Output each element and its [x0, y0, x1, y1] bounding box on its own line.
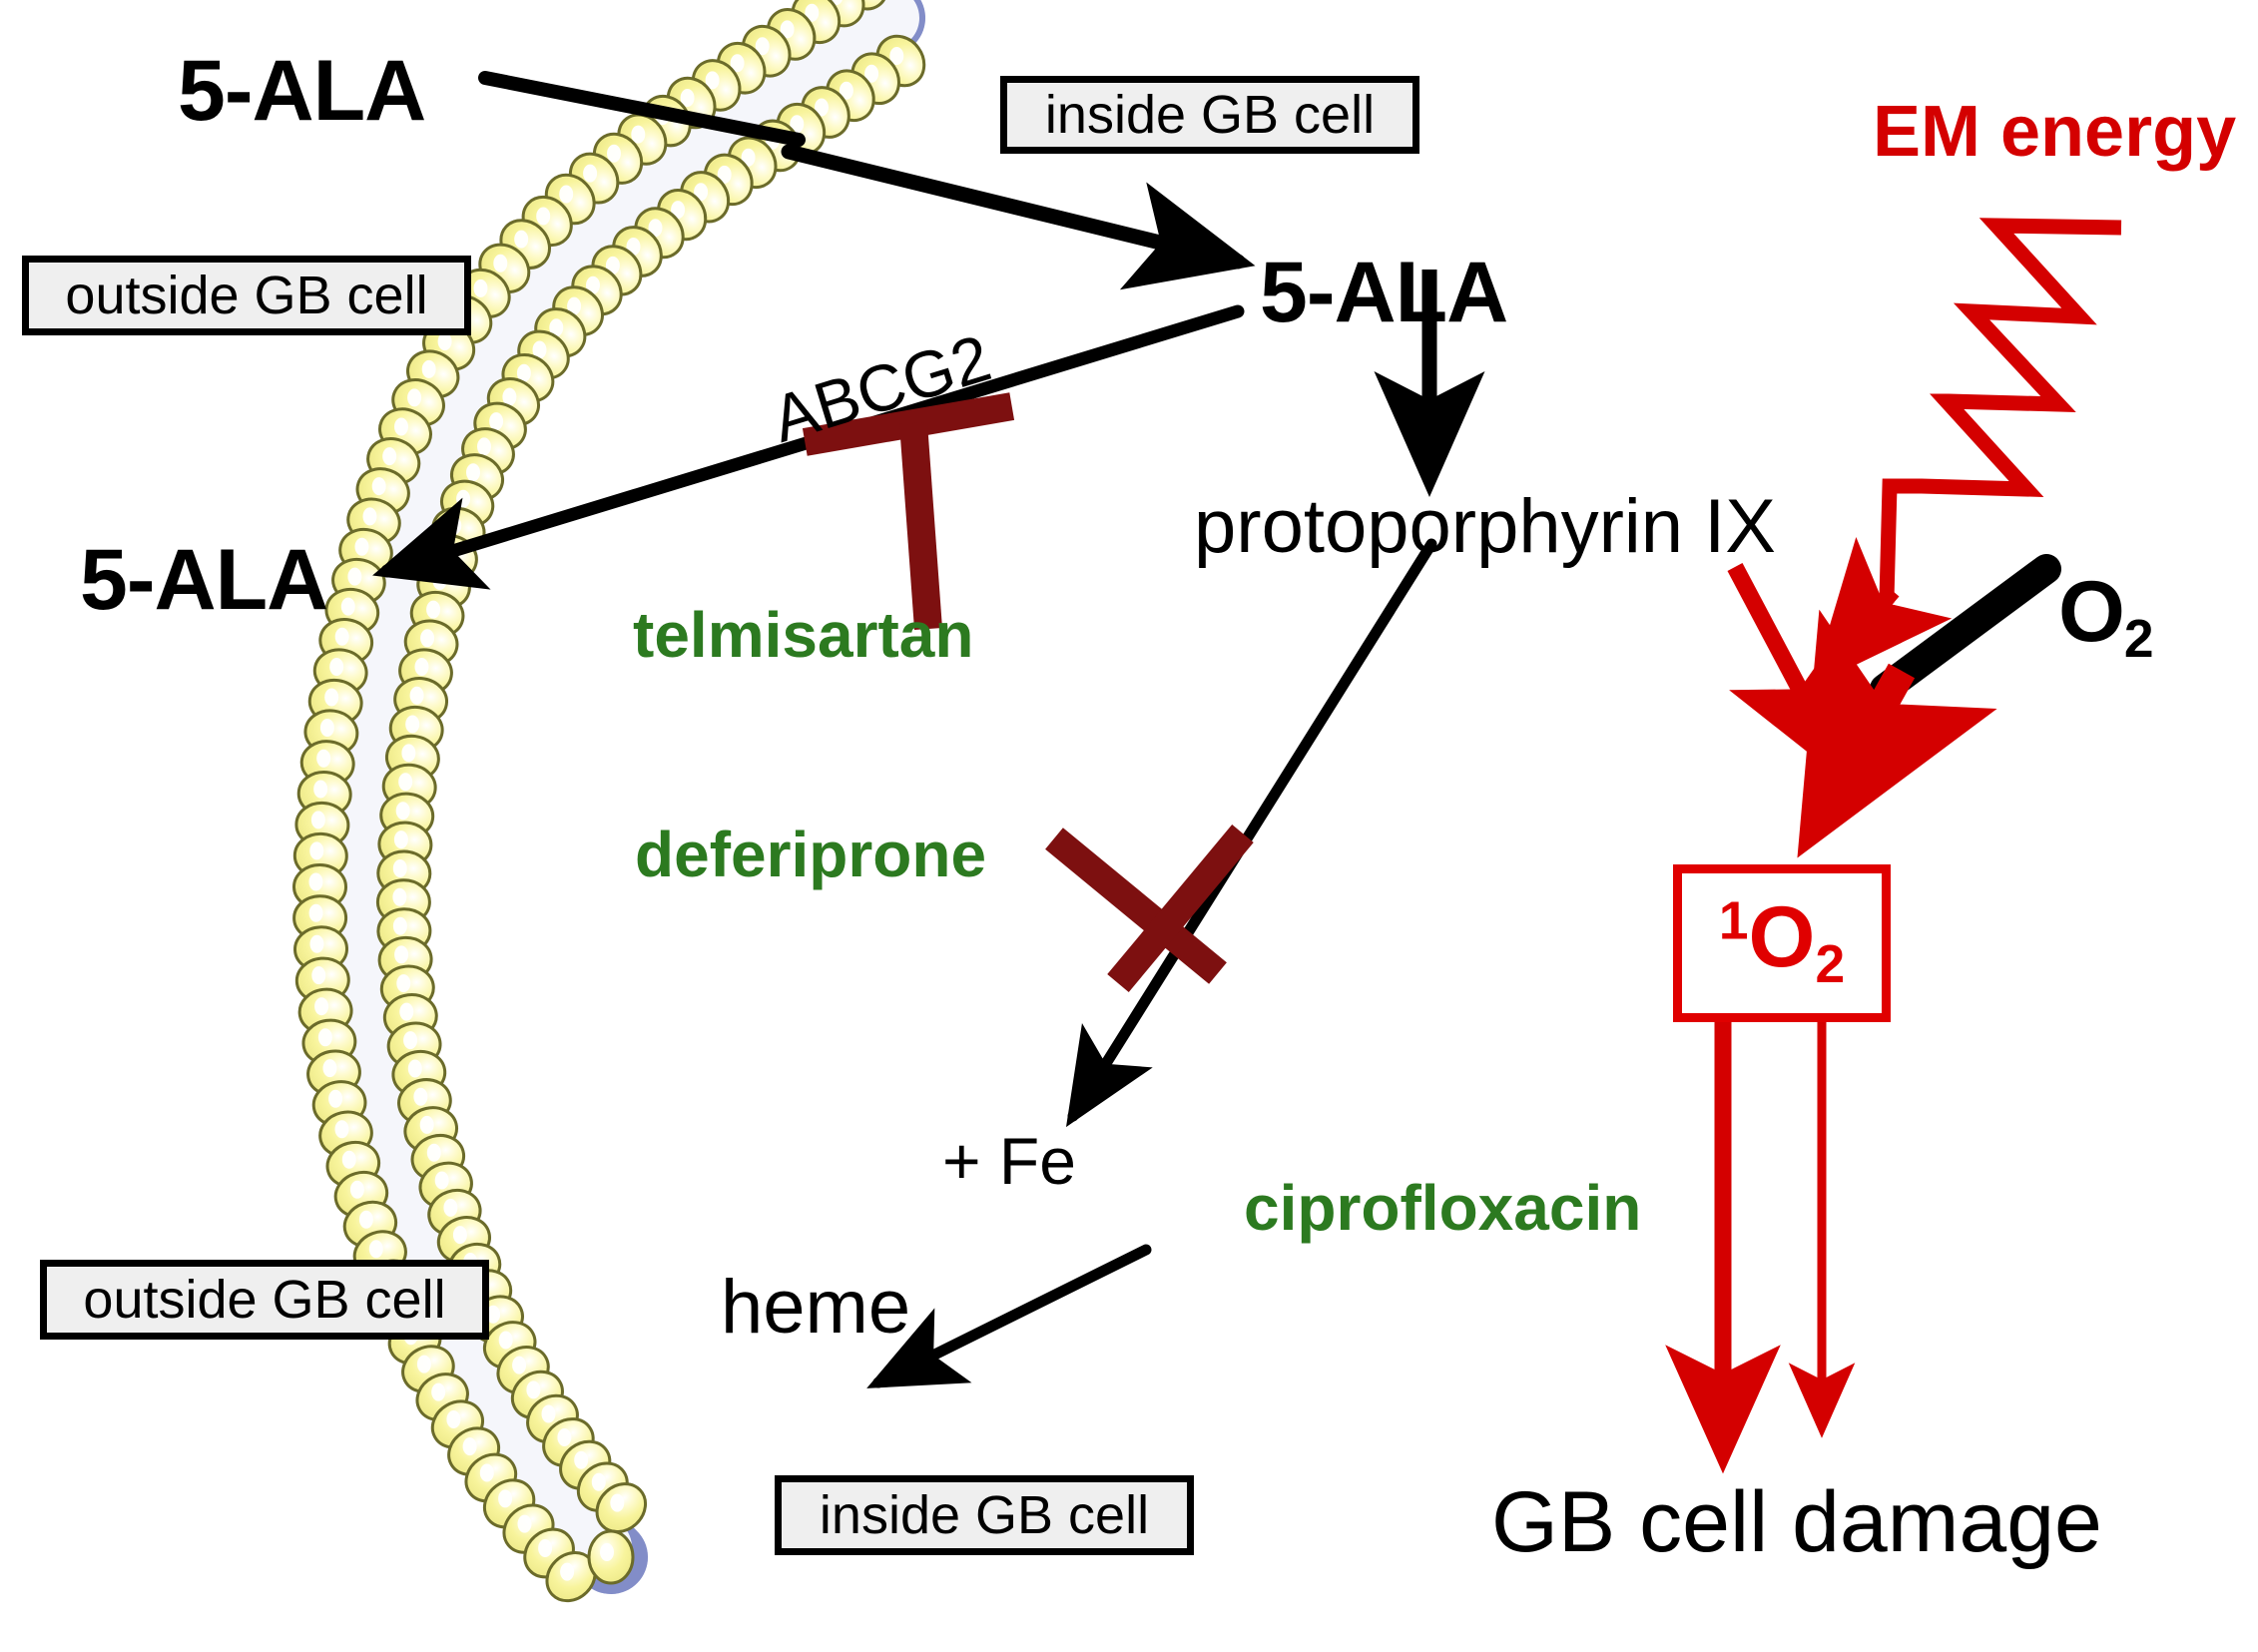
- singlet-oxygen-subscript: 2: [1815, 935, 1846, 995]
- drug-label-deferiprone: deferiprone: [635, 819, 987, 890]
- ppix-to-fe-arrow: [1065, 538, 1437, 1128]
- singlet-oxygen-formula: 1O2: [1719, 894, 1845, 991]
- compartment-label-text: outside GB cell: [83, 1270, 446, 1330]
- oxygen-symbol: O: [2058, 564, 2125, 660]
- species-label-molecular-oxygen: O2: [2058, 569, 2154, 669]
- oxygen-subscript: 2: [2123, 609, 2154, 669]
- ala-uptake-arrow: [781, 144, 1256, 290]
- em-energy-arrow: [1811, 537, 1953, 687]
- ala-uptake-leader: [478, 71, 806, 147]
- species-label-5-ala-intracellular: 5-ALA: [1260, 245, 1508, 340]
- inhibition-tbar-icon-telmisartan: [802, 392, 1015, 631]
- drug-label-telmisartan: telmisartan: [633, 599, 974, 671]
- compartment-label-text: outside GB cell: [65, 266, 428, 325]
- singlet-oxygen-superscript: 1: [1718, 891, 1749, 951]
- compartment-label-outside-gb-cell-bottom: outside GB cell: [40, 1260, 489, 1340]
- energy-label-em-energy: EM energy: [1873, 92, 2237, 172]
- singlet-oxygen-box: 1O2: [1673, 864, 1891, 1022]
- drug-label-ciprofloxacin: ciprofloxacin: [1244, 1172, 1642, 1244]
- oxygen-bond-line: [1870, 554, 2061, 704]
- compartment-label-inside-gb-cell-bottom: inside GB cell: [775, 1475, 1194, 1555]
- species-label-5-ala-effluxed: 5-ALA: [80, 532, 328, 628]
- fe-to-heme-arrow: [866, 1244, 1152, 1388]
- singlet-formation-arrow: [1797, 609, 1997, 858]
- species-label-protoporphyrin-ix: protoporphyrin IX: [1194, 484, 1776, 569]
- inhibition-tbar-icon-deferiprone: [1045, 825, 1254, 992]
- lipid-bilayer-icon: [292, 0, 926, 1603]
- singlet-oxygen-symbol: O: [1748, 889, 1816, 986]
- species-label-heme: heme: [721, 1265, 911, 1350]
- species-label-5-ala-extracellular-top: 5-ALA: [178, 43, 426, 139]
- compartment-label-inside-gb-cell-top: inside GB cell: [1000, 76, 1419, 154]
- outcome-label-gb-cell-damage: GB cell damage: [1491, 1474, 2102, 1570]
- compartment-label-outside-gb-cell-top: outside GB cell: [22, 256, 471, 335]
- compartment-label-text: inside GB cell: [1044, 85, 1376, 145]
- compartment-label-text: inside GB cell: [819, 1485, 1150, 1545]
- species-label-iron: + Fe: [942, 1124, 1076, 1198]
- em-energy-zigzag-icon: [1854, 218, 2122, 626]
